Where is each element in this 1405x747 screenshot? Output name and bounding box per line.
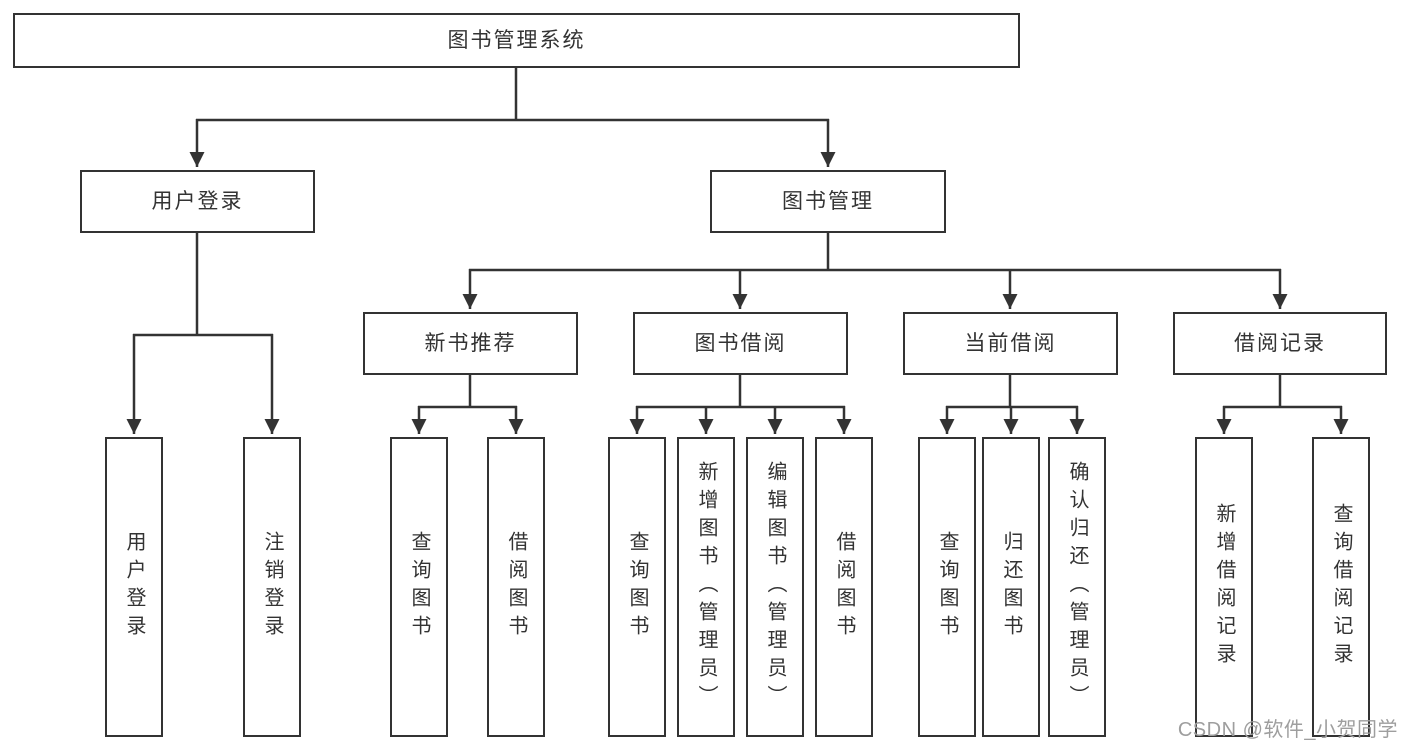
leaf-label: 确认归还（管理员）: [1066, 461, 1088, 713]
leaf-add-borrow-record: 新增借阅记录: [1195, 437, 1253, 737]
node-borrowing-records: 借阅记录: [1173, 312, 1387, 375]
leaf-query-books-recommend: 查询图书: [390, 437, 448, 737]
leaf-label: 新增图书（管理员）: [695, 461, 717, 713]
leaf-borrow-books-borrowing: 借阅图书: [815, 437, 873, 737]
leaf-label: 借阅图书: [505, 531, 527, 643]
node-book-borrowing: 图书借阅: [633, 312, 848, 375]
leaf-label: 新增借阅记录: [1213, 503, 1235, 671]
leaf-logout-login: 注销登录: [243, 437, 301, 737]
leaf-user-login: 用户登录: [105, 437, 163, 737]
node-book-management: 图书管理: [710, 170, 946, 233]
leaf-query-books-borrowing: 查询图书: [608, 437, 666, 737]
watermark-text: CSDN @软件_小贺同学: [1177, 719, 1398, 741]
leaf-label: 归还图书: [1000, 531, 1022, 643]
leaf-label: 查询图书: [626, 531, 648, 643]
leaf-query-books-current: 查询图书: [918, 437, 976, 737]
leaf-return-books: 归还图书: [982, 437, 1040, 737]
leaf-confirm-return-admin: 确认归还（管理员）: [1048, 437, 1106, 737]
node-library-system: 图书管理系统: [13, 13, 1020, 68]
node-current-borrowing: 当前借阅: [903, 312, 1118, 375]
node-new-book-recommendation: 新书推荐: [363, 312, 578, 375]
leaf-query-borrow-record: 查询借阅记录: [1312, 437, 1370, 737]
leaf-edit-books-admin: 编辑图书（管理员）: [746, 437, 804, 737]
leaf-label: 查询借阅记录: [1330, 503, 1352, 671]
leaf-label: 借阅图书: [833, 531, 855, 643]
leaf-label: 用户登录: [123, 531, 145, 643]
leaf-borrow-books-recommend: 借阅图书: [487, 437, 545, 737]
leaf-label: 查询图书: [936, 531, 958, 643]
leaf-label: 查询图书: [408, 531, 430, 643]
leaf-label: 编辑图书（管理员）: [764, 461, 786, 713]
leaf-label: 注销登录: [261, 531, 283, 643]
leaf-add-books-admin: 新增图书（管理员）: [677, 437, 735, 737]
node-user-login: 用户登录: [80, 170, 315, 233]
